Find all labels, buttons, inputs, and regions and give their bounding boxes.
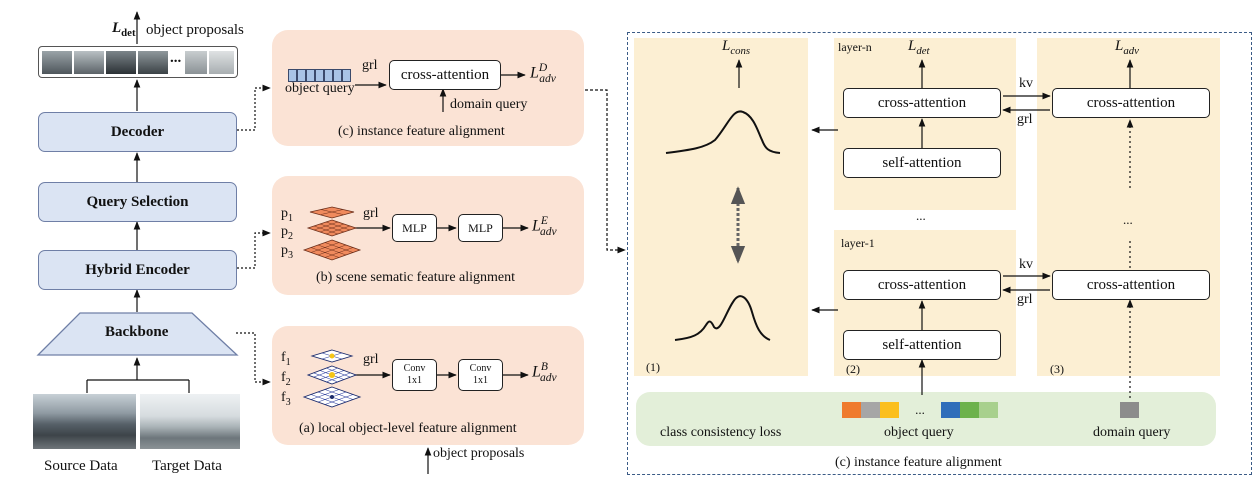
f1-label: f1	[281, 350, 291, 368]
backbone-trapezoid	[36, 312, 239, 356]
layer-n-label: layer-n	[838, 40, 872, 54]
object-proposals-output-label: object proposals	[146, 22, 244, 38]
proposal-crop	[106, 51, 136, 74]
query-strip	[636, 392, 1216, 446]
proposal-crop	[209, 51, 234, 74]
grl-label-bottom: grl	[1017, 292, 1033, 307]
f3-label: f3	[281, 390, 291, 408]
query-swatch	[880, 402, 899, 418]
layer-1-label: layer-1	[841, 236, 875, 250]
cross-attention-layer-n: cross-attention	[843, 88, 1001, 118]
object-query-label: object query	[285, 81, 355, 96]
query-swatch	[941, 402, 960, 418]
query-selection-block: Query Selection	[38, 182, 237, 222]
domain-query-swatch	[1120, 402, 1139, 418]
source-image	[33, 394, 136, 449]
object-query-tokens	[288, 69, 351, 82]
panel-a-title: (a) local object-level feature alignment	[299, 421, 517, 436]
query-swatch	[960, 402, 979, 418]
label-1: (1)	[646, 360, 660, 374]
p3-label: p3	[281, 243, 294, 261]
p2-label: p2	[281, 224, 294, 242]
detection-loss-label: Ldet	[112, 20, 136, 39]
query-swatch	[979, 402, 998, 418]
object-proposals-input-label: object proposals	[433, 446, 525, 461]
right-dashed-frame	[627, 32, 1252, 475]
adv-loss-label: Ladv	[1115, 38, 1139, 57]
adv-loss-d: LDadv	[530, 62, 556, 85]
label-2: (2)	[846, 362, 860, 376]
label-3: (3)	[1050, 362, 1064, 376]
mlp-block-1: MLP	[392, 214, 437, 242]
self-attention-layer-n: self-attention	[843, 148, 1001, 178]
proposal-crops-strip: ...	[38, 46, 238, 78]
backbone-label: Backbone	[105, 324, 169, 340]
proposal-crop	[138, 51, 168, 74]
grl-label-c: grl	[362, 58, 378, 73]
query-ellipsis: ...	[915, 402, 925, 417]
grl-label-a: grl	[363, 352, 379, 367]
decoder-block: Decoder	[38, 112, 237, 152]
object-query-swatches: ...	[842, 402, 998, 418]
cross-attention-adv-top: cross-attention	[1052, 88, 1210, 118]
domain-query-label-c: domain query	[450, 97, 528, 112]
domain-query-strip-label: domain query	[1093, 425, 1171, 440]
adv-loss-e: LEadv	[532, 215, 557, 238]
panel-c-title: (c) instance feature alignment	[338, 124, 505, 139]
hybrid-encoder-block: Hybrid Encoder	[38, 250, 237, 290]
target-data-label: Target Data	[152, 458, 222, 474]
proposal-crop	[42, 51, 72, 74]
proposal-ellipsis: ...	[170, 50, 182, 66]
kv-label-bottom: kv	[1019, 257, 1033, 272]
query-swatch	[861, 402, 880, 418]
cross-attention-block-c: cross-attention	[389, 60, 501, 90]
proposal-crop	[74, 51, 104, 74]
cross-attention-layer-1: cross-attention	[843, 270, 1001, 300]
consistency-panel	[634, 38, 808, 376]
self-attention-layer-1: self-attention	[843, 330, 1001, 360]
det-loss-label: Ldet	[908, 38, 930, 57]
adv-ellipsis: ...	[1123, 212, 1133, 227]
class-consistency-loss-label: class consistency loss	[660, 425, 782, 440]
panel-b-title: (b) scene sematic feature alignment	[316, 270, 516, 285]
grl-label-top: grl	[1017, 112, 1033, 127]
mlp-block-2: MLP	[458, 214, 503, 242]
query-swatch	[842, 402, 861, 418]
grl-label-b: grl	[363, 206, 379, 221]
p1-label: p1	[281, 206, 294, 224]
consistency-loss-label: Lcons	[722, 38, 751, 57]
right-panel-title: (c) instance feature alignment	[835, 455, 1002, 470]
object-query-strip-label: object query	[884, 425, 954, 440]
adv-loss-b: LBadv	[532, 361, 557, 384]
f2-label: f2	[281, 370, 291, 388]
proposal-crop	[185, 51, 207, 74]
target-image	[140, 394, 240, 449]
source-data-label: Source Data	[44, 458, 118, 474]
cross-attention-adv-bottom: cross-attention	[1052, 270, 1210, 300]
layer-ellipsis: ...	[916, 208, 926, 223]
kv-label-top: kv	[1019, 76, 1033, 91]
